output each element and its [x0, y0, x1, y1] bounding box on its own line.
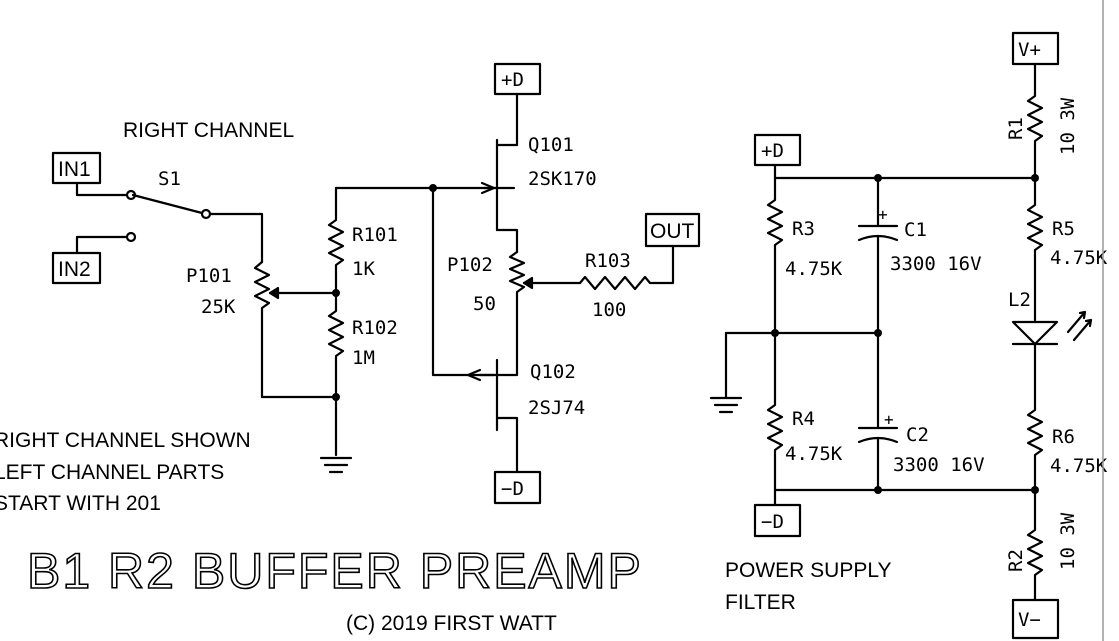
c2-plus-sign: +: [884, 410, 894, 429]
p101-value: 25K: [201, 296, 236, 318]
resistor-r2: R2 10 3W: [1005, 488, 1079, 602]
l2-label: L2: [1008, 289, 1031, 311]
port-vminus: V−: [1011, 598, 1060, 640]
pd-top-label: +D: [501, 69, 524, 91]
s1-label: S1: [158, 168, 181, 190]
ground-icon: [319, 456, 353, 474]
r101-label: R101: [352, 224, 398, 246]
in2-port: IN2: [51, 251, 102, 285]
q101-value: 2SK170: [528, 168, 597, 190]
r101-value: 1K: [352, 258, 375, 280]
note-line-3: START WITH 201: [0, 492, 161, 515]
c2-label: C2: [906, 424, 929, 446]
vplus-label: V+: [1018, 39, 1041, 61]
port-plus-d-top: +D: [493, 62, 542, 96]
p102-value: 50: [473, 293, 496, 315]
ground-icon-psu: [709, 396, 743, 414]
resistor-r4: R4 4.75K: [766, 331, 843, 492]
r102-label: R102: [352, 317, 398, 339]
md-bottom-label: −D: [501, 478, 524, 500]
in1-label: IN1: [58, 158, 91, 181]
out-label: OUT: [650, 220, 695, 243]
c1-value: 3300 16V: [890, 253, 982, 275]
note-line-1: RIGHT CHANNEL SHOWN: [0, 429, 251, 452]
schematic-title: B1 R2 BUFFER PREAMP: [27, 543, 643, 599]
switch-s1: S1: [75, 168, 264, 264]
resistor-r5: R5 4.75K: [1026, 176, 1108, 322]
p101-label: P101: [186, 265, 232, 287]
channel-label: RIGHT CHANNEL: [123, 119, 294, 142]
capacitor-c1: + C1 3300 16V: [857, 176, 982, 335]
r102-value: 1M: [352, 347, 375, 369]
resistor-r1: R1 10 3W: [1005, 62, 1079, 180]
q101-label: Q101: [528, 134, 574, 156]
port-plus-d-psu: +D: [753, 133, 802, 167]
resistor-r102: R102 1M: [327, 291, 398, 399]
r1-label: R1: [1005, 117, 1027, 140]
r2-label: R2: [1005, 549, 1027, 572]
resistor-r6: R6 4.75K: [1026, 403, 1108, 492]
c2-value: 3300 16V: [893, 454, 985, 476]
port-minus-d-bottom: −D: [493, 470, 542, 505]
led-l2: L2: [1008, 289, 1093, 407]
psu-label-1: POWER SUPPLY: [725, 559, 891, 582]
r103-value: 100: [592, 299, 626, 321]
q102-label: Q102: [530, 361, 576, 383]
vminus-label: V−: [1018, 609, 1041, 631]
resistor-r3: R3 4.75K: [766, 176, 843, 335]
r4-label: R4: [792, 408, 815, 430]
r5-value: 4.75K: [1050, 247, 1108, 269]
c1-plus-sign: +: [878, 205, 888, 224]
r1-value: 10 3W: [1057, 97, 1079, 155]
note-line-2: LEFT CHANNEL PARTS: [0, 461, 224, 484]
psu-label-2: FILTER: [725, 591, 796, 614]
in2-label: IN2: [58, 258, 91, 281]
r3-label: R3: [792, 218, 815, 240]
resistor-r101: R101 1K: [327, 186, 398, 295]
r103-label: R103: [585, 250, 631, 272]
c1-label: C1: [904, 219, 927, 241]
r4-value: 4.75K: [785, 443, 843, 465]
in1-port: IN1: [51, 151, 102, 185]
md-psu-label: −D: [761, 511, 784, 533]
r6-value: 4.75K: [1050, 455, 1108, 477]
port-vplus: V+: [1011, 31, 1060, 66]
copyright-text: (C) 2019 FIRST WATT: [346, 612, 557, 635]
pot-p102: P102 50: [447, 250, 582, 345]
transistor-q101: Q101 2SK170: [480, 92, 597, 254]
r2-value: 10 3W: [1057, 512, 1079, 570]
transistor-q102: Q102 2SJ74: [466, 341, 585, 474]
p102-label: P102: [447, 254, 493, 276]
port-out: OUT: [644, 212, 701, 248]
port-minus-d-psu: −D: [753, 503, 802, 538]
q102-value: 2SJ74: [528, 397, 585, 419]
r6-label: R6: [1052, 426, 1075, 448]
pd-psu-label: +D: [761, 140, 784, 162]
pot-p101: P101 25K: [186, 260, 338, 399]
r3-value: 4.75K: [785, 258, 843, 280]
resistor-r103: R103 100: [578, 244, 675, 321]
capacitor-c2: + C2 3300 16V: [857, 331, 985, 492]
r5-label: R5: [1052, 218, 1075, 240]
